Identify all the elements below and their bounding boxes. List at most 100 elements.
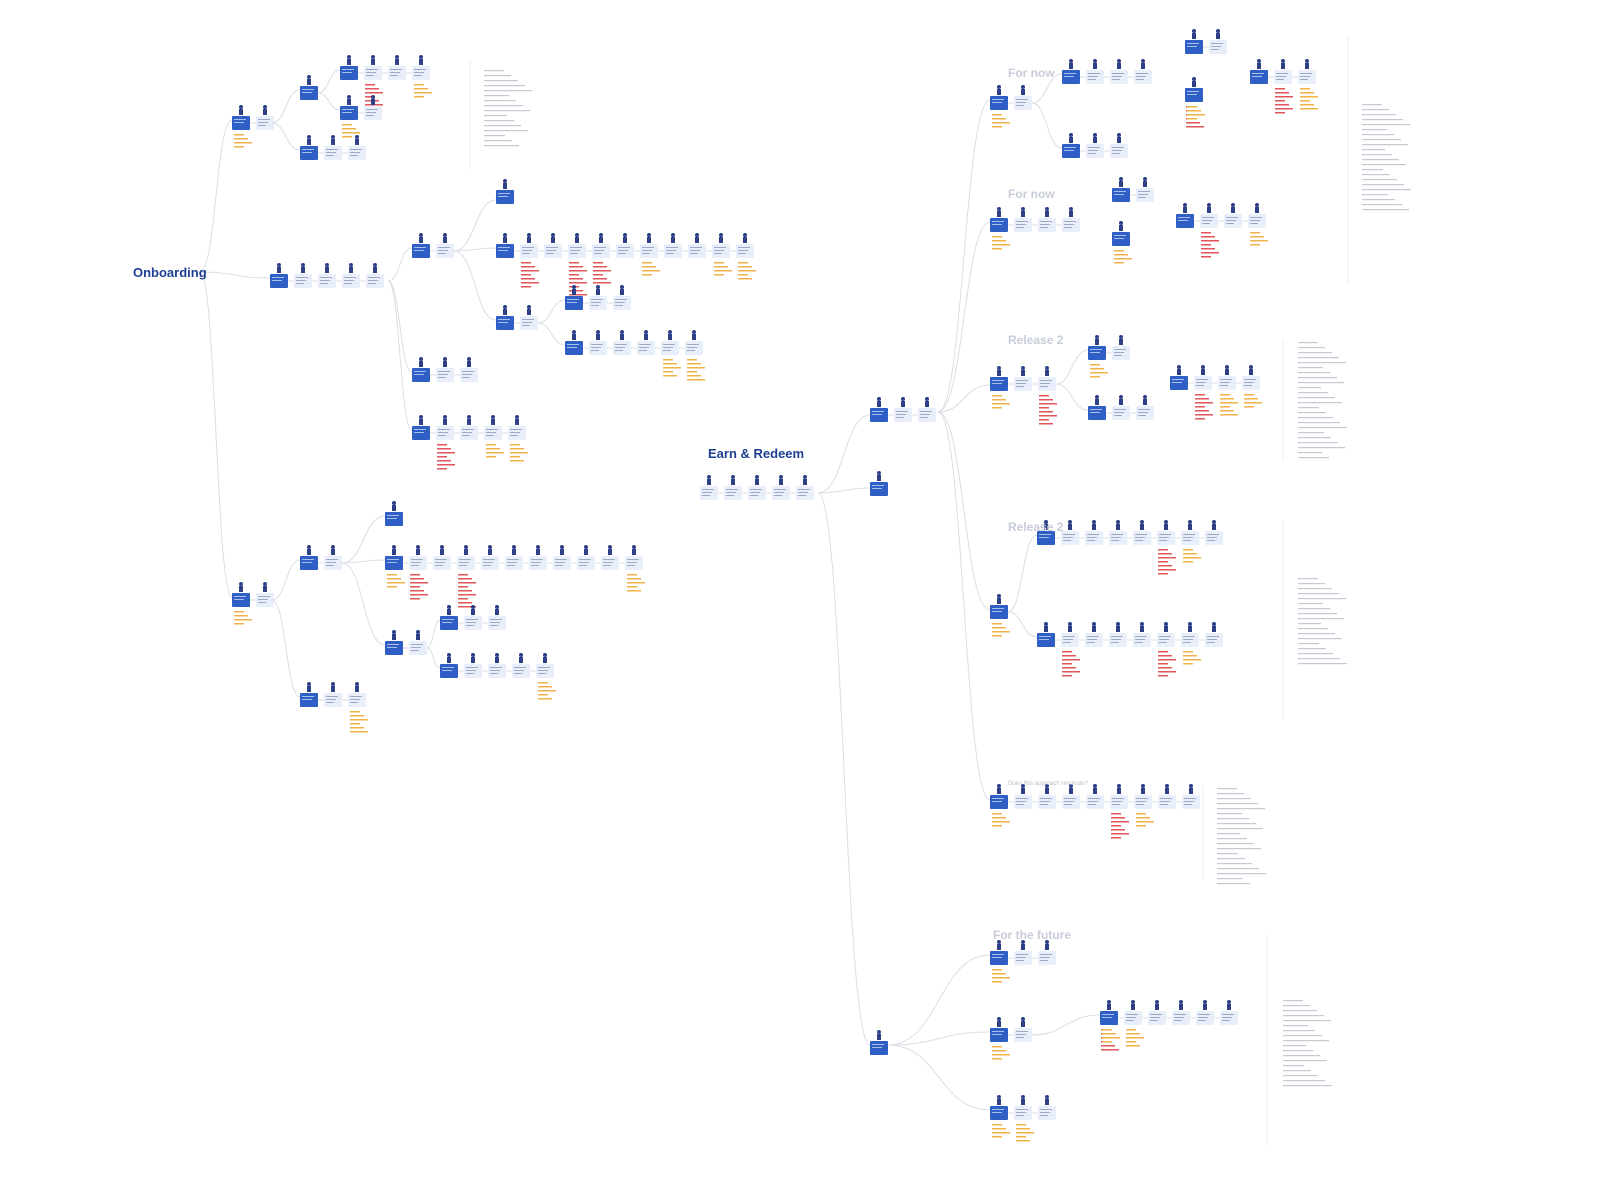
card-text-line <box>896 411 908 412</box>
card-text-line <box>387 647 397 648</box>
note-line <box>593 262 603 264</box>
person-icon <box>668 334 672 340</box>
connector-line <box>341 559 386 564</box>
note-line <box>687 371 697 373</box>
person-icon <box>307 545 311 549</box>
person-icon <box>623 233 627 237</box>
person-icon <box>443 415 447 419</box>
description-line <box>1217 808 1265 810</box>
description-line <box>1298 362 1346 364</box>
note-line <box>1158 561 1168 563</box>
card-text-line <box>1112 804 1120 805</box>
note-line <box>458 586 468 588</box>
description-line <box>1217 848 1261 850</box>
note-line <box>569 270 587 272</box>
description-line <box>1362 139 1401 141</box>
person-icon <box>1119 335 1123 339</box>
note-line <box>234 615 248 617</box>
person-icon <box>1093 788 1097 794</box>
note-line <box>992 813 1002 815</box>
person-icon <box>495 653 499 657</box>
person-icon <box>1225 369 1229 375</box>
card-text-line <box>1160 801 1170 802</box>
card-text-line <box>1183 636 1195 637</box>
note-line <box>569 274 579 276</box>
card-text-line <box>1016 380 1028 381</box>
person-icon <box>1164 626 1168 632</box>
note-line <box>538 698 552 700</box>
note-line <box>1062 671 1080 673</box>
card-text-line <box>570 250 580 251</box>
description-line <box>1283 1055 1320 1057</box>
person-icon <box>997 89 1001 95</box>
person-icon <box>503 305 507 309</box>
person-icon <box>239 109 243 115</box>
person-icon <box>419 55 423 59</box>
note-line <box>1136 817 1150 819</box>
card-text-line <box>414 374 424 375</box>
card-text-line <box>1222 1017 1232 1018</box>
card-text-line <box>368 283 376 284</box>
person-icon <box>512 545 516 549</box>
card-text-line <box>726 489 738 490</box>
card-text-line <box>1135 636 1147 637</box>
person-icon <box>419 357 423 361</box>
card-text-line <box>992 957 1002 958</box>
description-line <box>1283 1025 1308 1027</box>
card-text-line <box>1063 540 1071 541</box>
description-line <box>1217 828 1263 830</box>
note-line <box>992 240 1006 242</box>
card-text-line <box>1202 217 1214 218</box>
person-icon <box>349 267 353 273</box>
person-icon <box>355 682 359 686</box>
card-text-line <box>438 374 448 375</box>
description-line <box>1362 129 1387 131</box>
person-icon <box>997 1017 1001 1021</box>
card-text-line <box>1064 224 1074 225</box>
note-line <box>1186 126 1204 128</box>
card-text-line <box>896 417 904 418</box>
card-text-line <box>1114 235 1126 236</box>
card-text-line <box>1178 220 1188 221</box>
note-line <box>538 690 556 692</box>
description-line <box>1362 104 1382 106</box>
card-text-line <box>872 488 882 489</box>
note-line <box>1183 659 1201 661</box>
card-text-line <box>726 495 734 496</box>
card-text-line <box>462 374 472 375</box>
person-icon <box>1093 63 1097 69</box>
person-icon <box>347 95 351 99</box>
note-line <box>1201 240 1219 242</box>
card-text-line <box>920 411 932 412</box>
note-line <box>1250 236 1264 238</box>
card-text-line <box>738 247 750 248</box>
description-line <box>1283 1070 1311 1072</box>
description-line <box>1298 442 1338 444</box>
card-text-line <box>490 622 500 623</box>
person-icon <box>464 545 468 549</box>
card-text-line <box>1252 76 1262 77</box>
card-text-line <box>272 280 282 281</box>
card-text-line <box>1040 954 1052 955</box>
note-line <box>1158 549 1168 551</box>
person-icon <box>371 95 375 99</box>
card-text-line <box>1114 412 1124 413</box>
person-icon <box>325 263 329 267</box>
card-text-line <box>702 492 712 493</box>
card-text-line <box>342 109 354 110</box>
note-line <box>1062 663 1072 665</box>
description-line <box>484 95 509 97</box>
card-text-line <box>1135 537 1145 538</box>
card-text-line <box>1183 537 1193 538</box>
card-text-line <box>1016 99 1028 100</box>
card-text-line <box>618 250 628 251</box>
release-2-title-a: Release 2 <box>1008 333 1064 347</box>
note-line <box>1300 100 1310 102</box>
person-icon <box>560 549 564 555</box>
card-text-line <box>1222 1020 1230 1021</box>
person-icon <box>1131 1000 1135 1004</box>
person-icon <box>1095 339 1099 345</box>
card-text-line <box>490 667 502 668</box>
person-icon <box>575 237 579 243</box>
card-text-line <box>510 435 518 436</box>
